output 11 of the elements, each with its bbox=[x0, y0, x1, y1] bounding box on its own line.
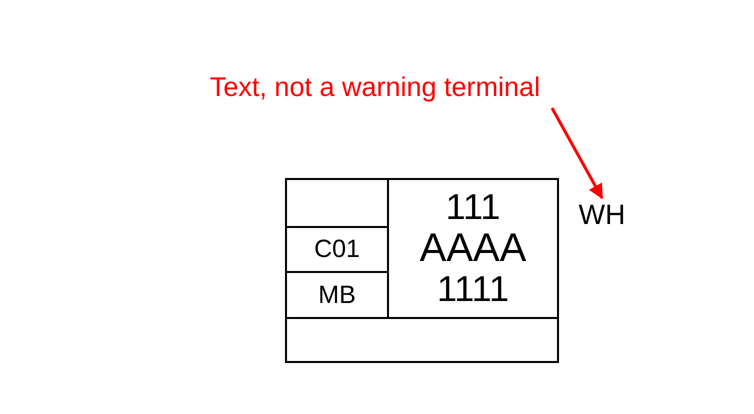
cell-text: C01 bbox=[314, 236, 360, 263]
arrow bbox=[550, 107, 604, 200]
terminal-label: WH bbox=[578, 200, 626, 230]
terminal-block bbox=[285, 178, 559, 363]
marking-text: AAAA bbox=[420, 226, 526, 270]
empty-cell bbox=[287, 180, 389, 228]
marking-text: 1111 bbox=[436, 270, 510, 309]
cell-text: MB bbox=[318, 282, 356, 308]
marking-text: 111 bbox=[446, 188, 500, 227]
cell-label bbox=[287, 228, 389, 273]
annotation-text: Text, not a warning terminal bbox=[210, 73, 540, 103]
